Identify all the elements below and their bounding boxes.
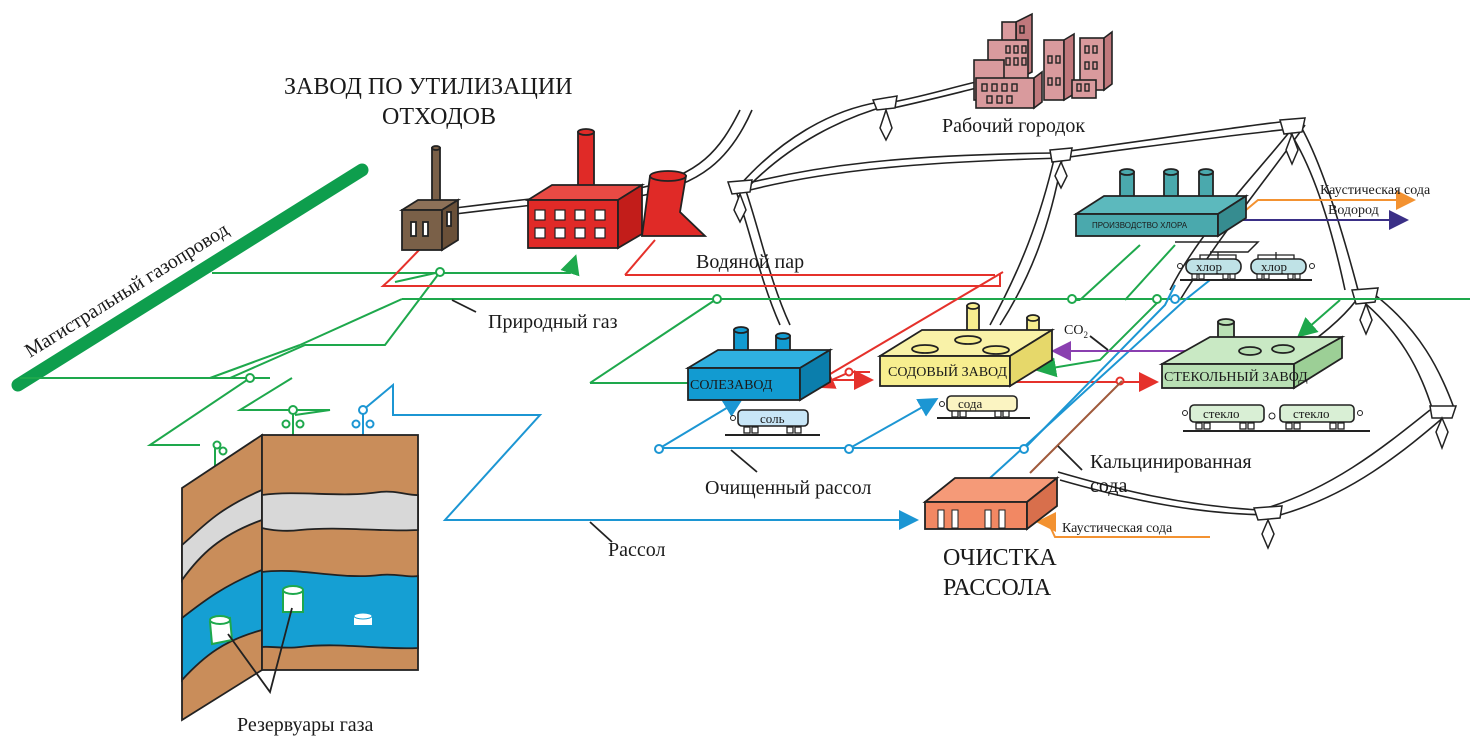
- purification-label-line2: РАССОЛА: [943, 575, 1052, 601]
- waste-plant-title-line2: ОТХОДОВ: [382, 104, 496, 130]
- soda-plant-label: СОДОВЫЙ ЗАВОД: [888, 363, 1007, 380]
- wagon-chlorine-2-label: хлор: [1261, 259, 1287, 274]
- calcined-soda-label-line2: сода: [1090, 475, 1127, 497]
- steam-junction: [844, 367, 854, 377]
- gas-junctions: [212, 267, 1162, 456]
- soda-plant: [876, 302, 1056, 388]
- pylon-head: [1252, 505, 1283, 550]
- waste-plant-title-line1: ЗАВОД ПО УТИЛИЗАЦИИ: [284, 74, 572, 100]
- glass-plant-label: СТЕКОЛЬНЫЙ ЗАВОД: [1164, 368, 1308, 385]
- pylon-head: [1049, 147, 1073, 190]
- natural-gas-leader: [451, 299, 477, 313]
- mainline-label: Магистральный газопровод: [21, 219, 233, 363]
- main-gas-pipeline: [11, 163, 369, 392]
- chlorine-plant-label: ПРОИЗВОДСТВО ХЛОРА: [1092, 221, 1188, 230]
- hydrogen-out-label: Водород: [1328, 203, 1379, 218]
- town-label: Рабочий городок: [942, 115, 1085, 137]
- caustic-in-line: [1036, 512, 1210, 538]
- wagon-soda-label: сода: [958, 396, 983, 411]
- power-wire: [454, 79, 1455, 516]
- pylon-head: [726, 179, 753, 224]
- pylon-head: [1279, 117, 1306, 166]
- workers-town-icon: [973, 12, 1113, 110]
- calcined-soda-label-line1: Кальцинированная: [1090, 451, 1252, 473]
- wagon-soda: [937, 395, 1030, 419]
- waste-small-building-icon: [398, 145, 462, 252]
- waste-main-building-icon: [524, 128, 708, 250]
- brine-junctions: [351, 294, 1180, 454]
- pylon-head: [1429, 405, 1458, 451]
- purified-brine-leader: [730, 449, 758, 473]
- wagon-chlorine-1-label: хлор: [1196, 259, 1222, 274]
- purification-label-line1: ОЧИСТКА: [943, 545, 1057, 571]
- wagon-chlorine-train: [1175, 241, 1315, 281]
- gas-reservoirs-label: Резервуары газа: [237, 714, 374, 736]
- brine-purification-plant: [922, 476, 1060, 531]
- co2-label: CO2: [1064, 323, 1088, 340]
- steam-junction: [1115, 376, 1125, 386]
- natural-gas-label: Природный газ: [488, 311, 618, 333]
- calcined-soda-leader: [1057, 445, 1083, 471]
- salt-plant: [684, 326, 834, 402]
- calcined-soda-line: [1029, 380, 1123, 474]
- cooling-tower: [640, 175, 708, 237]
- wagon-salt-label: соль: [760, 411, 785, 426]
- brine-leader: [589, 521, 613, 543]
- steam-label: Водяной пар: [696, 251, 804, 273]
- glass-plant: [1158, 318, 1346, 390]
- caustic-in-label: Каустическая сода: [1062, 521, 1173, 536]
- gas-reservoir-icons: [208, 585, 373, 646]
- purified-brine-label: Очищенный рассол: [705, 477, 871, 499]
- reservoir-leaders: [227, 607, 293, 695]
- brine-label: Рассол: [608, 539, 665, 561]
- wagon-salt: [725, 409, 820, 436]
- co2-leader: [1089, 335, 1109, 351]
- salt-plant-label: СОЛЕЗАВОД: [690, 378, 773, 393]
- caustic-out-label: Каустическая сода: [1320, 183, 1431, 198]
- pylon-head: [871, 95, 898, 142]
- caustic-out-line: [1239, 190, 1416, 216]
- chlorine-plant: [1072, 168, 1250, 238]
- wagon-glass-2-label: стекло: [1293, 406, 1330, 421]
- geological-section: [181, 433, 419, 722]
- wagon-glass-1-label: стекло: [1203, 406, 1240, 421]
- wagon-glass-train: [1182, 404, 1370, 432]
